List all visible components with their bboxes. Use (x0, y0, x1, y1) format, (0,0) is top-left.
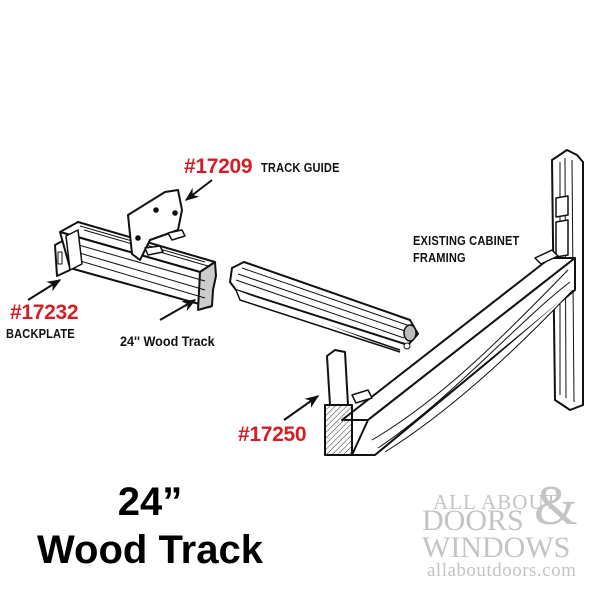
arrow-backplate (27, 279, 62, 301)
arrow-wood-track (159, 299, 197, 321)
wood-track-label: 24'' Wood Track (120, 333, 215, 349)
arrow-track-guide (184, 179, 213, 201)
watermark-ampersand: & (534, 475, 578, 537)
watermark-url: allaboutdoors.com (427, 560, 577, 581)
backplate-caption: BACKPLATE (6, 326, 75, 341)
part-number-17209: #17209 (184, 155, 253, 178)
watermark-line1: ALL ABOUT (433, 490, 559, 514)
arrow-17250 (283, 395, 320, 421)
watermark-line3: WINDOWS (422, 531, 571, 564)
watermark-line2: DOORS (422, 504, 524, 537)
part-number-17232: #17232 (10, 301, 79, 324)
cabinet-framing (324, 149, 584, 456)
long-wood-track (229, 261, 419, 353)
framing-label-line1: EXISTING CABINET (413, 233, 520, 248)
callout-arrows (27, 179, 320, 421)
track-guide (127, 189, 186, 261)
framing-label-line2: FRAMING (413, 250, 466, 265)
part-number-17250: #17250 (238, 423, 307, 446)
track-guide-caption: TRACK GUIDE (261, 160, 340, 175)
title-line1: 24” (117, 480, 183, 524)
title-line2: Wood Track (37, 528, 263, 572)
